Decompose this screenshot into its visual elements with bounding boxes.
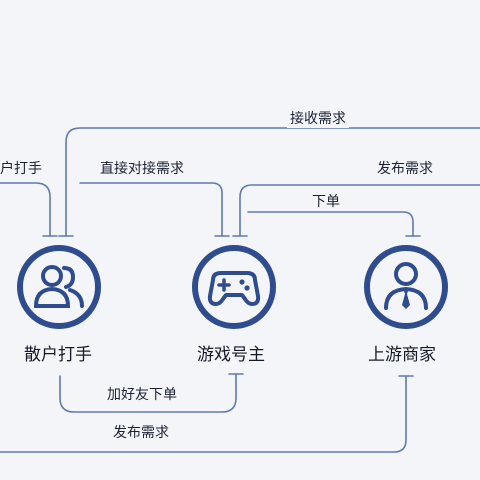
- edge-players-partial: [0, 182, 51, 237]
- merchants-node-icon: [363, 244, 449, 334]
- players-node-title: 散户打手: [24, 345, 92, 365]
- group-of-people-icon: [17, 245, 101, 329]
- gamepad-icon: [192, 245, 276, 329]
- edge-place-order: [247, 211, 414, 237]
- merchants-node-title: 上游商家: [368, 345, 436, 365]
- owners-node-icon: [191, 244, 277, 334]
- edge-add-friend-order: [59, 373, 237, 413]
- edge-accept-demand: [65, 127, 480, 237]
- edge-direct-demand: [79, 182, 223, 237]
- players-node-icon: [16, 244, 102, 334]
- edge-label-add-friend-order: 加好友下单: [104, 386, 180, 404]
- edge-publish-demand-bottom: [0, 375, 407, 453]
- owners-node-title: 游戏号主: [197, 345, 265, 365]
- edge-label-accept-demand: 接收需求: [287, 110, 349, 128]
- edge-publish-demand-top: [239, 184, 480, 237]
- edge-label-publish-demand-bottom: 发布需求: [110, 424, 172, 442]
- edge-label-direct-demand: 直接对接需求: [97, 160, 187, 178]
- edge-label-players-partial: 户打手: [0, 160, 45, 178]
- businessman-tie-icon: [364, 245, 448, 329]
- edge-label-publish-demand-top: 发布需求: [374, 160, 436, 178]
- edge-label-place-order: 下单: [309, 193, 343, 211]
